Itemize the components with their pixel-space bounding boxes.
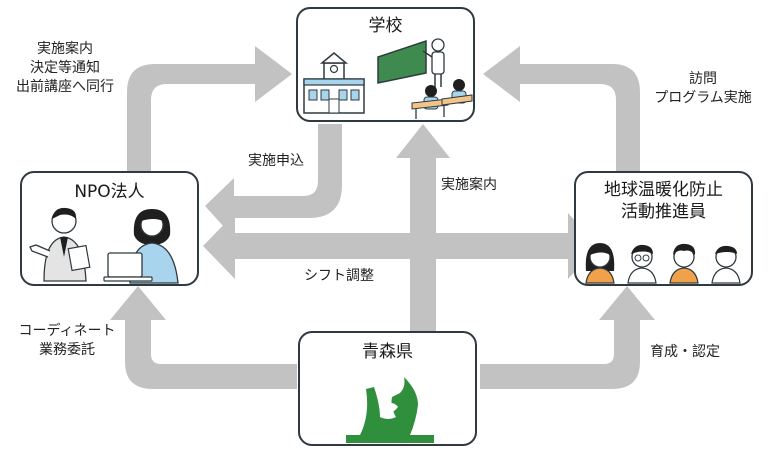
teacher-icon bbox=[422, 38, 445, 87]
staff-man-icon bbox=[29, 207, 91, 282]
label-promoters-to-school: 訪問 プログラム実施 bbox=[654, 71, 752, 106]
arrow-promoters-to-school bbox=[483, 46, 640, 172]
school-illustration bbox=[303, 38, 473, 119]
prefecture-node: 青森県 bbox=[298, 331, 477, 446]
label-pref-to-npo: コーディネート 業務委託 bbox=[18, 323, 116, 358]
arrow-npo-promoters bbox=[203, 213, 598, 279]
prefecture-title: 青森県 bbox=[362, 342, 413, 362]
npo-title: NPO法人 bbox=[74, 182, 145, 202]
promoters-node: 地球温暖化防止 活動推進員 bbox=[574, 171, 753, 286]
students-icon bbox=[411, 79, 473, 119]
school-node: 学校 bbox=[296, 7, 475, 122]
school-title: 学校 bbox=[368, 16, 403, 36]
label-pref-to-promoters: 育成・認定 bbox=[650, 344, 720, 360]
arrow-pref-to-school bbox=[396, 124, 450, 332]
promoters-title: 地球温暖化防止 活動推進員 bbox=[604, 180, 723, 222]
label-pref-to-school: 実施案内 bbox=[441, 177, 497, 193]
aomori-emblem-icon bbox=[346, 377, 434, 443]
label-school-to-npo: 実施申込 bbox=[248, 153, 304, 169]
npo-illustration bbox=[29, 207, 179, 284]
laptop-icon bbox=[103, 252, 153, 282]
person-1-icon bbox=[585, 243, 615, 284]
arrow-npo-to-school bbox=[127, 46, 292, 172]
label-npo-promoters: シフト調整 bbox=[304, 268, 374, 284]
person-3-icon bbox=[669, 243, 699, 284]
npo-node: NPO法人 bbox=[20, 171, 199, 286]
school-building-icon bbox=[303, 52, 365, 114]
arrow-school-to-npo bbox=[205, 124, 342, 238]
promoters-illustration bbox=[585, 243, 741, 284]
person-2-icon bbox=[627, 244, 657, 284]
person-4-icon bbox=[711, 245, 741, 284]
label-npo-to-school: 実施案内 決定等通知 出前講座へ同行 bbox=[16, 41, 114, 95]
arrow-pref-to-promoters bbox=[480, 286, 655, 389]
blackboard-icon bbox=[377, 39, 427, 84]
staff-woman-icon bbox=[129, 209, 179, 284]
arrow-pref-to-npo bbox=[110, 286, 297, 389]
